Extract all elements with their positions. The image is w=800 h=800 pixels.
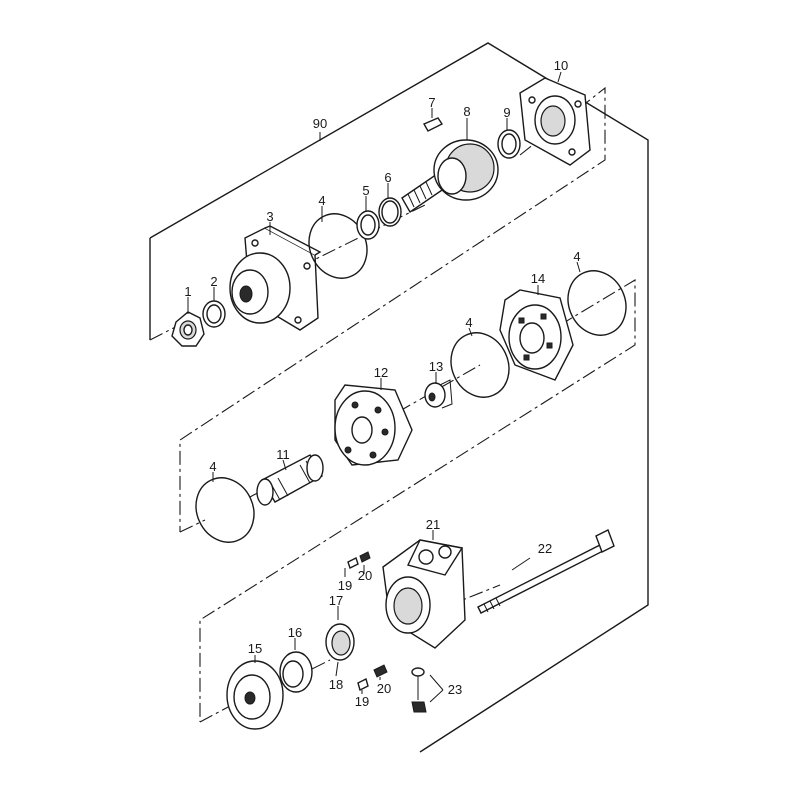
callout-18: 18 — [329, 677, 343, 692]
part-19-plug-upper — [347, 557, 359, 569]
callout-20-upper: 20 — [358, 568, 372, 583]
part-20-spring-upper — [359, 551, 371, 563]
callout-17: 17 — [329, 593, 343, 608]
part-5-ring — [356, 210, 380, 240]
leader-lines — [187, 71, 581, 703]
callout-labels: 90 1 2 3 4 5 6 7 8 9 10 4 14 4 12 13 4 1… — [184, 58, 580, 709]
callout-19-upper: 19 — [338, 578, 352, 593]
callout-5: 5 — [362, 183, 369, 198]
part-20-spring-lower — [373, 664, 388, 678]
part-19-plug-lower — [357, 677, 369, 692]
assembly-outline — [149, 42, 649, 753]
callout-12: 12 — [374, 365, 388, 380]
part-1-nut — [171, 311, 205, 347]
callout-7: 7 — [428, 95, 435, 110]
callout-4-right: 4 — [573, 249, 580, 264]
part-6-ring — [378, 197, 402, 227]
part-10-cover-plate — [519, 77, 591, 166]
part-3-flange — [229, 225, 322, 331]
part-22-bolt — [477, 529, 615, 614]
callout-4-middle: 4 — [465, 315, 472, 330]
part-8-shaft-bearing — [401, 139, 499, 214]
callout-21: 21 — [426, 517, 440, 532]
callout-11: 11 — [276, 447, 290, 462]
callout-90: 90 — [313, 116, 327, 131]
callout-4-upper: 4 — [318, 193, 325, 208]
part-4-oring-right — [567, 270, 627, 336]
callout-1: 1 — [184, 284, 191, 299]
part-4-oring-lower — [195, 477, 255, 543]
callout-15: 15 — [248, 641, 262, 656]
callout-2: 2 — [210, 274, 217, 289]
callout-14: 14 — [531, 271, 545, 286]
part-15-valve-plate — [226, 660, 284, 730]
callout-23: 23 — [448, 682, 462, 697]
part-2-ring — [202, 300, 226, 328]
part-17-seal — [325, 623, 355, 661]
callout-13: 13 — [429, 359, 443, 374]
part-11-drive-shaft — [256, 454, 324, 506]
part-13-gear — [424, 379, 453, 409]
callout-19-lower: 19 — [355, 694, 369, 709]
callout-6: 6 — [384, 170, 391, 185]
callout-3: 3 — [266, 209, 273, 224]
part-21-end-housing — [382, 539, 466, 649]
part-23-fitting — [411, 667, 427, 713]
callout-9: 9 — [503, 105, 510, 120]
part-7-key — [423, 117, 444, 132]
part-14-wear-plate — [499, 289, 574, 381]
part-12-gerotor — [334, 384, 413, 466]
callout-8: 8 — [463, 104, 470, 119]
callout-4-lower: 4 — [209, 459, 216, 474]
callout-22: 22 — [538, 541, 552, 556]
callout-20-lower: 20 — [377, 681, 391, 696]
callout-16: 16 — [288, 625, 302, 640]
part-16-sleeve — [279, 651, 313, 693]
callout-10: 10 — [554, 58, 568, 73]
part-4-oring-middle — [450, 332, 510, 398]
part-9-ring — [497, 129, 521, 159]
